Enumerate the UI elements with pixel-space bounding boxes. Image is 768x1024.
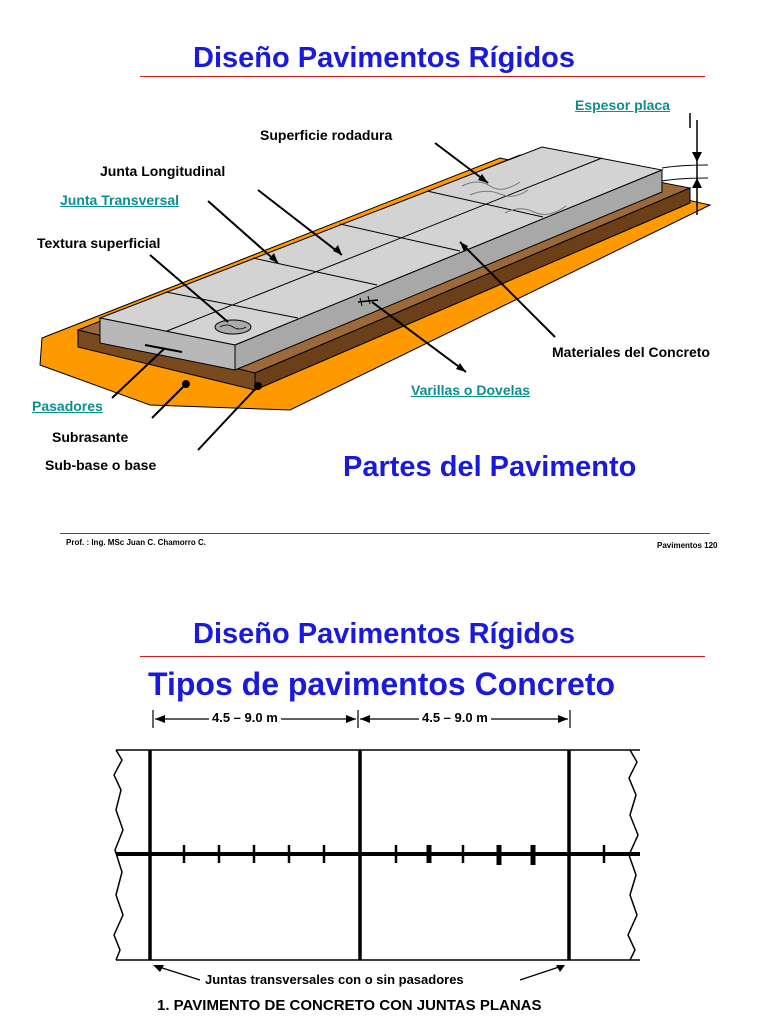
pavement-parts-illustration bbox=[39, 113, 712, 451]
footer-page: Pavimentos 120 bbox=[657, 541, 718, 550]
label-espesor-placa: Espesor placa bbox=[575, 97, 670, 113]
label-superficie-rodadura: Superficie rodadura bbox=[260, 127, 393, 143]
transverse-joint-line bbox=[426, 190, 544, 218]
concrete-slab-side bbox=[234, 169, 663, 371]
slide-2-subtitle: Tipos de pavimentos Concreto bbox=[148, 666, 616, 702]
transverse-joint-line bbox=[339, 223, 461, 252]
joints-caption: Juntas transversales con o sin pasadores bbox=[205, 972, 464, 987]
callout-pasadores bbox=[111, 347, 166, 399]
slide-1-subtitle: Partes del Pavimento bbox=[343, 451, 637, 483]
callout-subrasante bbox=[151, 383, 187, 419]
label-junta-transversal: Junta Transversal bbox=[60, 192, 180, 208]
transverse-joint-line bbox=[165, 291, 299, 319]
label-textura-superficial: Textura superficial bbox=[37, 235, 161, 251]
label-pasadores: Pasadores bbox=[32, 398, 103, 414]
label-subbase-base: Sub-base o base bbox=[45, 457, 157, 473]
label-subrasante: Subrasante bbox=[52, 429, 129, 445]
dimension-label-left: 4.5 – 9.0 m bbox=[209, 710, 281, 725]
callout-subbase bbox=[197, 385, 259, 451]
title-rule bbox=[140, 76, 705, 77]
callout-junta-trans bbox=[207, 200, 279, 264]
title-rule bbox=[140, 656, 705, 657]
slide-1-title: Diseño Pavimentos Rígidos bbox=[193, 42, 575, 74]
callout-superficie bbox=[434, 142, 489, 184]
longitudinal-joint-line bbox=[166, 157, 603, 332]
figure-caption: 1. PAVIMENTO DE CONCRETO CON JUNTAS PLAN… bbox=[157, 997, 542, 1014]
callout-varillas bbox=[371, 301, 467, 373]
label-materiales-concreto: Materiales del Concreto bbox=[552, 344, 710, 360]
callout-textura bbox=[149, 254, 229, 323]
slide-2-title: Diseño Pavimentos Rígidos bbox=[193, 618, 575, 650]
label-varillas-dovelas: Varillas o Dovelas bbox=[411, 382, 531, 398]
dimension-label-right: 4.5 – 9.0 m bbox=[419, 710, 491, 725]
transverse-joint-line bbox=[252, 257, 378, 286]
label-junta-longitudinal: Junta Longitudinal bbox=[100, 163, 226, 179]
caption-arrow-left bbox=[155, 965, 201, 981]
footer-rule bbox=[60, 533, 710, 534]
caption-arrow-right bbox=[519, 965, 563, 981]
break-line-left bbox=[113, 749, 124, 961]
callout-materiales bbox=[459, 241, 556, 338]
footer-author: Prof. : Ing. MSc Juan C. Chamorro C. bbox=[66, 538, 207, 547]
callout-junta-long bbox=[257, 189, 343, 256]
